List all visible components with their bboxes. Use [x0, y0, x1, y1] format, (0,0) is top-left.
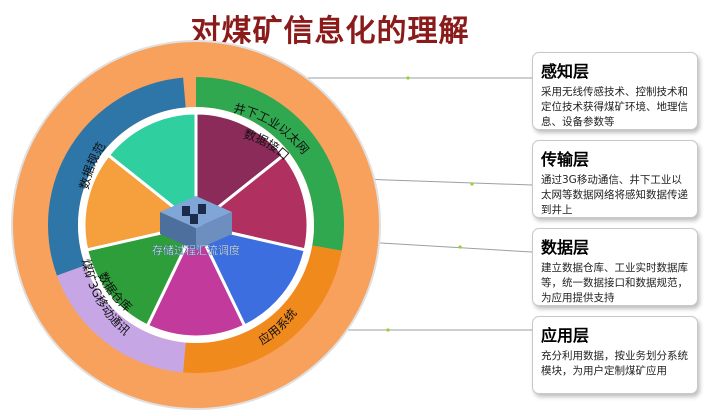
ethernet-arc [196, 77, 344, 251]
layer-title: 数据层 [541, 238, 590, 257]
layer-desc: 采用无线传感技术、控制技术和定位技术获得煤矿环境、地理信息、设备参数等 [541, 86, 688, 128]
layer-title: 传输层 [541, 150, 590, 169]
page-title: 对煤矿信息化的理解 [190, 14, 470, 49]
layer-desc: 建立数据仓库、工业实时数据库等，统一数据接口和数据规范，为应用提供支持 [541, 262, 688, 304]
layer-box-data: 数据层 建立数据仓库、工业实时数据库等，统一数据接口和数据规范，为应用提供支持 [532, 228, 698, 306]
pie-slice [85, 222, 199, 328]
layer-box-perception: 感知层 采用无线传感技术、控制技术和定位技术获得煤矿环境、地理信息、设备参数等 [532, 52, 698, 130]
layer-title: 感知层 [541, 62, 590, 81]
mobile-comm-arc [56, 265, 186, 373]
app-system-arc [183, 245, 342, 373]
layer-desc: 充分利用数据，按业务划分系统模块，为用户定制煤矿应用 [541, 350, 688, 377]
layer-title: 应用层 [541, 326, 590, 345]
connector-dots [386, 76, 474, 332]
layer-box-transport: 传输层 通过3G移动通信、井下工业以太网等数据网络将感知数据传递到井上 [532, 140, 698, 218]
pie-slice [194, 111, 286, 229]
layer-desc: 通过3G移动通信、井下工业以太网等数据网络将感知数据传递到井上 [541, 174, 688, 216]
server-cube-icon [160, 196, 232, 250]
layer-box-application: 应用层 充分利用数据，按业务划分系统模块，为用户定制煤矿应用 [532, 316, 698, 394]
pie-slice [193, 222, 307, 328]
pie-slice [145, 221, 247, 339]
pie-slice [106, 111, 198, 229]
pie-slices [82, 111, 310, 339]
center-label: 存储过程汇流调度 [152, 243, 240, 257]
data-norm-arc [47, 77, 186, 276]
